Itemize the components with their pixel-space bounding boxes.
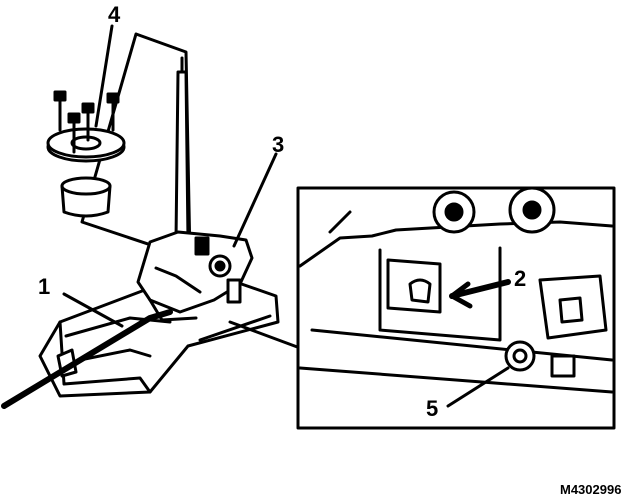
callout-2: 2: [514, 266, 527, 291]
leader-line-4: [94, 24, 114, 128]
callout-3: 3: [272, 132, 285, 157]
reference-code: M4302996: [560, 482, 622, 497]
callout-5: 5: [426, 396, 439, 421]
arrow-2: [449, 279, 511, 299]
leader-line-1: [62, 292, 124, 328]
mounting-plate-group: [46, 90, 126, 163]
leader-line-3: [232, 152, 278, 248]
shifter-base-housing: [38, 278, 280, 398]
leader-line-5: [446, 366, 510, 408]
shift-rod: [174, 70, 190, 242]
callout-4: 4: [108, 2, 121, 27]
detail-inset: [296, 186, 616, 430]
callout-1: 1: [38, 274, 51, 299]
shift-cable: [1, 309, 173, 409]
